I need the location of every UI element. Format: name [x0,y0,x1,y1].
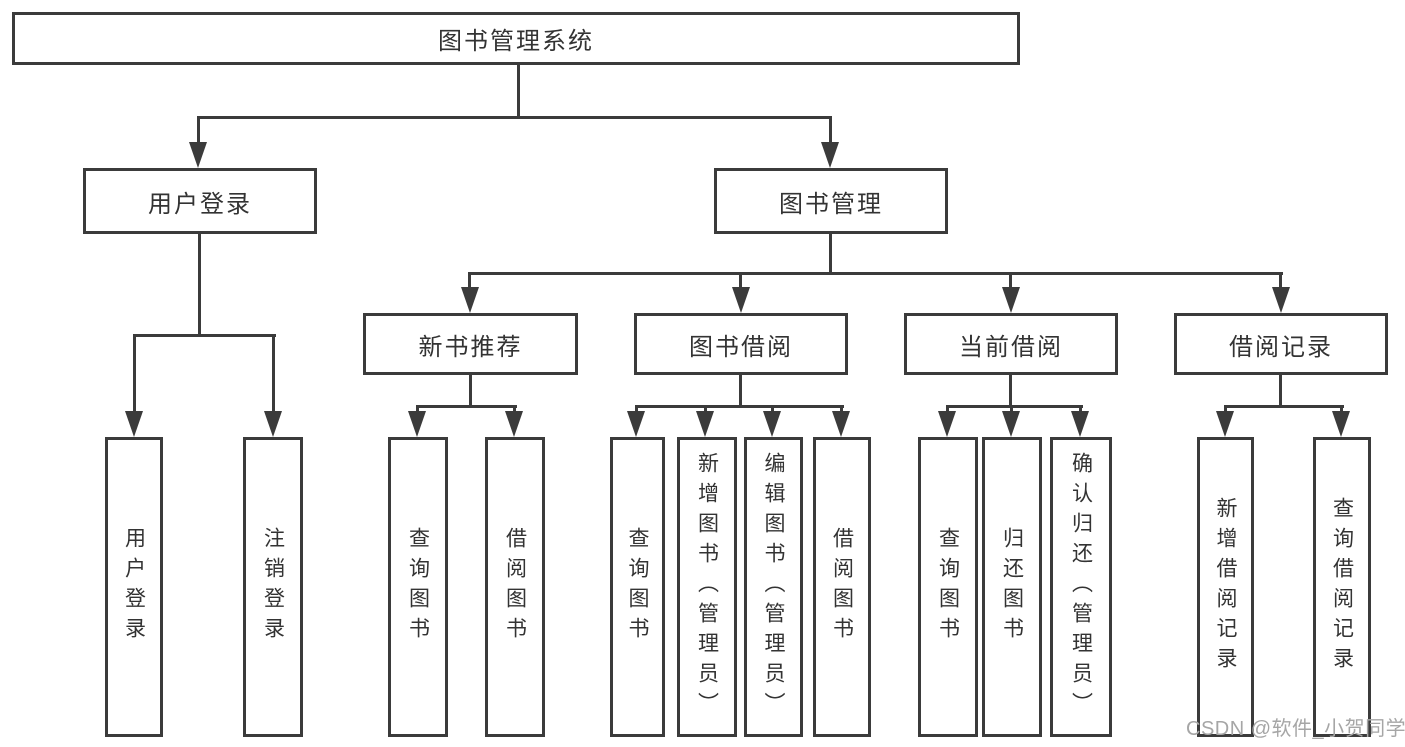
csdn-watermark: CSDN @软件_小贺同学 [1186,718,1405,740]
connector-book-mgmt-drop-2 [739,272,742,290]
leaf-edit-book-admin-label: 编辑图书（管理员） [762,452,785,722]
connector-borrow-drop-2 [704,405,707,413]
connector-recommend-bar [416,405,517,408]
leaf-return-book: 归还图书 [982,437,1042,737]
arrowhead-down-icon [125,411,143,437]
arrowhead-down-icon [408,411,426,437]
node-current-borrow: 当前借阅 [904,313,1118,375]
connector-current-drop-1 [946,405,949,413]
arrowhead-down-icon [264,411,282,437]
arrowhead-down-icon [1071,411,1089,437]
leaf-borrow-books: 借阅图书 [813,437,871,737]
leaf-add-book-admin-label: 新增图书（管理员） [695,452,719,722]
leaf-query-borrow-record-label: 查询借阅记录 [1330,497,1354,677]
node-new-book-recommend-label: 新书推荐 [418,333,523,361]
connector-records-drop-1 [1224,405,1227,413]
connector-book-mgmt-drop-4 [1279,272,1282,290]
connector-user-login-bar [133,334,276,337]
connector-book-mgmt-stem [829,234,832,275]
connector-current-drop-3 [1079,405,1082,413]
connector-user-login-drop-1 [133,334,136,412]
node-book-management: 图书管理 [714,168,948,234]
node-book-management-label: 图书管理 [779,190,883,218]
leaf-confirm-return-admin: 确认归还（管理员） [1050,437,1112,737]
leaf-query-books-borrow: 查询图书 [610,437,665,737]
node-root-label: 图书管理系统 [438,28,594,55]
node-book-borrow-label: 图书借阅 [689,333,793,361]
connector-borrow-drop-3 [771,405,774,413]
connector-book-mgmt-drop-3 [1009,272,1012,290]
leaf-query-books-current-label: 查询图书 [936,527,960,647]
leaf-query-books-borrow-label: 查询图书 [626,527,649,647]
connector-recommend-drop-2 [513,405,516,413]
leaf-query-borrow-record: 查询借阅记录 [1313,437,1371,737]
node-new-book-recommend: 新书推荐 [363,313,578,375]
leaf-user-login: 用户登录 [105,437,163,737]
leaf-query-books-current: 查询图书 [918,437,978,737]
arrowhead-down-icon [461,287,479,313]
connector-borrow-bar [635,405,844,408]
connector-records-stem [1279,375,1282,408]
arrowhead-down-icon [1216,411,1234,437]
connector-current-drop-2 [1010,405,1013,413]
connector-current-stem [1009,375,1012,408]
arrowhead-down-icon [1002,411,1020,437]
leaf-logout-login: 注销登录 [243,437,303,737]
connector-root-bar [197,116,832,119]
connector-book-mgmt-bar [468,272,1283,275]
leaf-borrow-books-recommend-label: 借阅图书 [503,527,527,647]
node-book-borrow: 图书借阅 [634,313,848,375]
node-user-login: 用户登录 [83,168,317,234]
leaf-confirm-return-admin-label: 确认归还（管理员） [1069,452,1093,722]
leaf-add-borrow-record-label: 新增借阅记录 [1214,497,1237,677]
connector-recommend-drop-1 [416,405,419,413]
connector-user-login-drop-2 [272,334,275,412]
leaf-add-book-admin: 新增图书（管理员） [677,437,737,737]
connector-current-bar [946,405,1083,408]
connector-recommend-stem [469,375,472,408]
connector-root-drop-left [197,116,200,146]
arrowhead-down-icon [832,411,850,437]
connector-borrow-drop-4 [840,405,843,413]
connector-user-login-stem [198,234,201,337]
leaf-add-borrow-record: 新增借阅记录 [1197,437,1254,737]
arrowhead-down-icon [627,411,645,437]
connector-borrow-stem [739,375,742,408]
arrowhead-down-icon [938,411,956,437]
node-borrow-records-label: 借阅记录 [1229,333,1333,361]
connector-book-mgmt-drop-1 [468,272,471,290]
leaf-borrow-books-recommend: 借阅图书 [485,437,545,737]
connector-root-stem [517,65,520,119]
leaf-return-book-label: 归还图书 [1000,527,1024,647]
leaf-borrow-books-label: 借阅图书 [830,527,854,647]
arrowhead-down-icon [1002,287,1020,313]
node-user-login-label: 用户登录 [148,190,252,218]
leaf-query-books-recommend-label: 查询图书 [406,527,430,647]
arrowhead-down-icon [821,142,839,168]
arrowhead-down-icon [1272,287,1290,313]
arrowhead-down-icon [696,411,714,437]
node-current-borrow-label: 当前借阅 [959,333,1063,361]
connector-borrow-drop-1 [635,405,638,413]
arrowhead-down-icon [732,287,750,313]
leaf-query-books-recommend: 查询图书 [388,437,448,737]
arrowhead-down-icon [505,411,523,437]
arrowhead-down-icon [1332,411,1350,437]
connector-records-bar [1224,405,1344,408]
connector-root-drop-right [829,116,832,146]
node-borrow-records: 借阅记录 [1174,313,1388,375]
arrowhead-down-icon [189,142,207,168]
node-root: 图书管理系统 [12,12,1020,65]
leaf-user-login-label: 用户登录 [122,527,146,647]
leaf-edit-book-admin: 编辑图书（管理员） [744,437,803,737]
arrowhead-down-icon [763,411,781,437]
leaf-logout-login-label: 注销登录 [261,527,285,647]
connector-records-drop-2 [1340,405,1343,413]
